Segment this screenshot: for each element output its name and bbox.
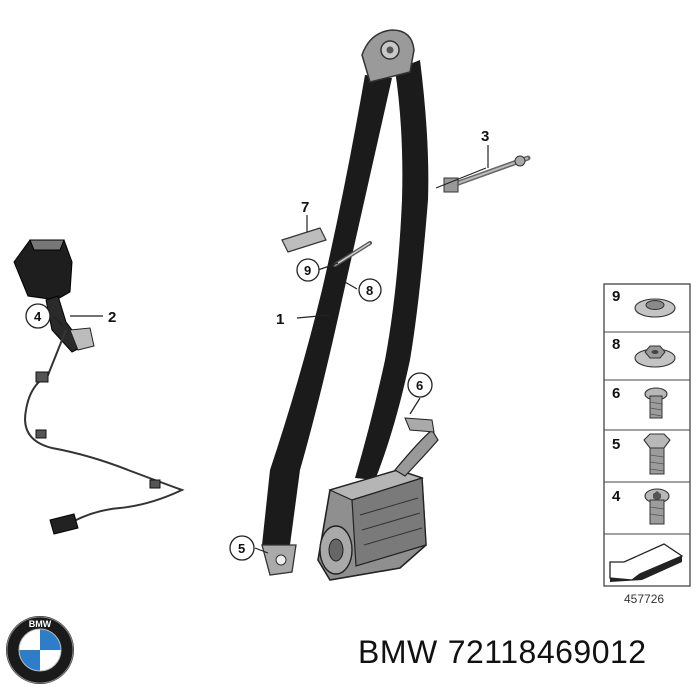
washer-nut-icon bbox=[634, 298, 676, 318]
callout-6-circle: 6 bbox=[407, 372, 433, 398]
bmw-logo-icon: BMW bbox=[6, 616, 74, 684]
legend-label-8: 8 bbox=[612, 336, 620, 353]
callout-3: 3 bbox=[481, 128, 489, 145]
callout-6: 6 bbox=[416, 378, 423, 393]
washer-nut-icon bbox=[634, 345, 676, 368]
buckle-wire-harness bbox=[24, 329, 185, 535]
callout-7: 7 bbox=[301, 199, 309, 216]
bmw-logo-lettering: BMW bbox=[29, 619, 52, 629]
seat-belt-buckle bbox=[13, 239, 95, 353]
callout-8: 8 bbox=[366, 283, 373, 298]
fastener-legend: 9 8 6 5 4 bbox=[603, 283, 691, 606]
callout-4: 4 bbox=[34, 309, 42, 324]
diagram-ref-number: 457726 bbox=[624, 592, 664, 606]
callout-4-circle: 4 bbox=[25, 303, 51, 329]
belt-retractor bbox=[317, 417, 439, 581]
seat-belt-webbing bbox=[262, 60, 429, 545]
short-bolt-icon bbox=[644, 387, 668, 419]
callout-2: 2 bbox=[108, 309, 116, 326]
brand-name: BMW bbox=[358, 634, 438, 670]
legend-label-6: 6 bbox=[612, 385, 620, 402]
callout-9-circle: 9 bbox=[296, 258, 320, 282]
callout-5-circle: 5 bbox=[229, 535, 255, 561]
stopper-pin bbox=[333, 241, 372, 267]
upper-guide-loop bbox=[361, 29, 415, 83]
callout-labels: 3 7 9 8 1 4 2 6 5 bbox=[25, 128, 489, 561]
legend-label-5: 5 bbox=[612, 436, 620, 453]
height-adjuster-rod bbox=[443, 155, 531, 193]
leader-lines bbox=[52, 145, 489, 554]
hex-bolt-icon bbox=[643, 433, 671, 475]
cover-plate bbox=[281, 227, 327, 253]
callout-9: 9 bbox=[304, 263, 311, 278]
callout-8-circle: 8 bbox=[358, 278, 382, 302]
callout-1: 1 bbox=[276, 311, 284, 328]
lower-anchor-bracket bbox=[261, 544, 297, 576]
part-number: 72118469012 bbox=[447, 634, 647, 670]
callout-5: 5 bbox=[238, 541, 245, 556]
legend-label-4: 4 bbox=[612, 488, 621, 505]
legend-label-9: 9 bbox=[612, 288, 620, 305]
torx-bolt-icon bbox=[644, 488, 670, 525]
forward-arrow-icon bbox=[609, 543, 684, 582]
